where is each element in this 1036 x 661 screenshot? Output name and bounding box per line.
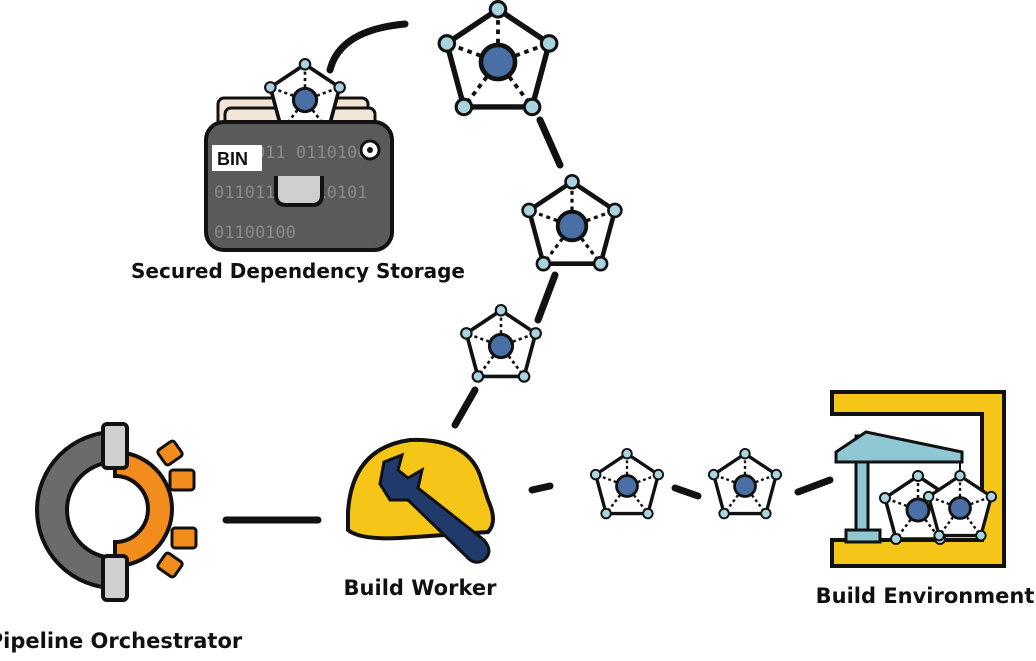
binary-line: 01100100 [214, 223, 296, 243]
bin-badge: BIN [217, 149, 248, 169]
hard-hat-wrench-icon [346, 437, 495, 564]
worker-label: Build Worker [344, 576, 498, 600]
connector-paths [222, 20, 834, 524]
crane-icon [830, 390, 1006, 568]
environment-label: Build Environment [816, 584, 1035, 608]
dependency-network-icon [439, 2, 783, 520]
file-cabinet-icon: 0100011 0110100 0110110 0110101 01100100… [204, 57, 394, 252]
storage-label: Secured Dependency Storage [131, 259, 465, 283]
orchestrator-label: Pipeline Orchestrator [0, 629, 243, 653]
magnet-gear-icon [35, 422, 198, 602]
